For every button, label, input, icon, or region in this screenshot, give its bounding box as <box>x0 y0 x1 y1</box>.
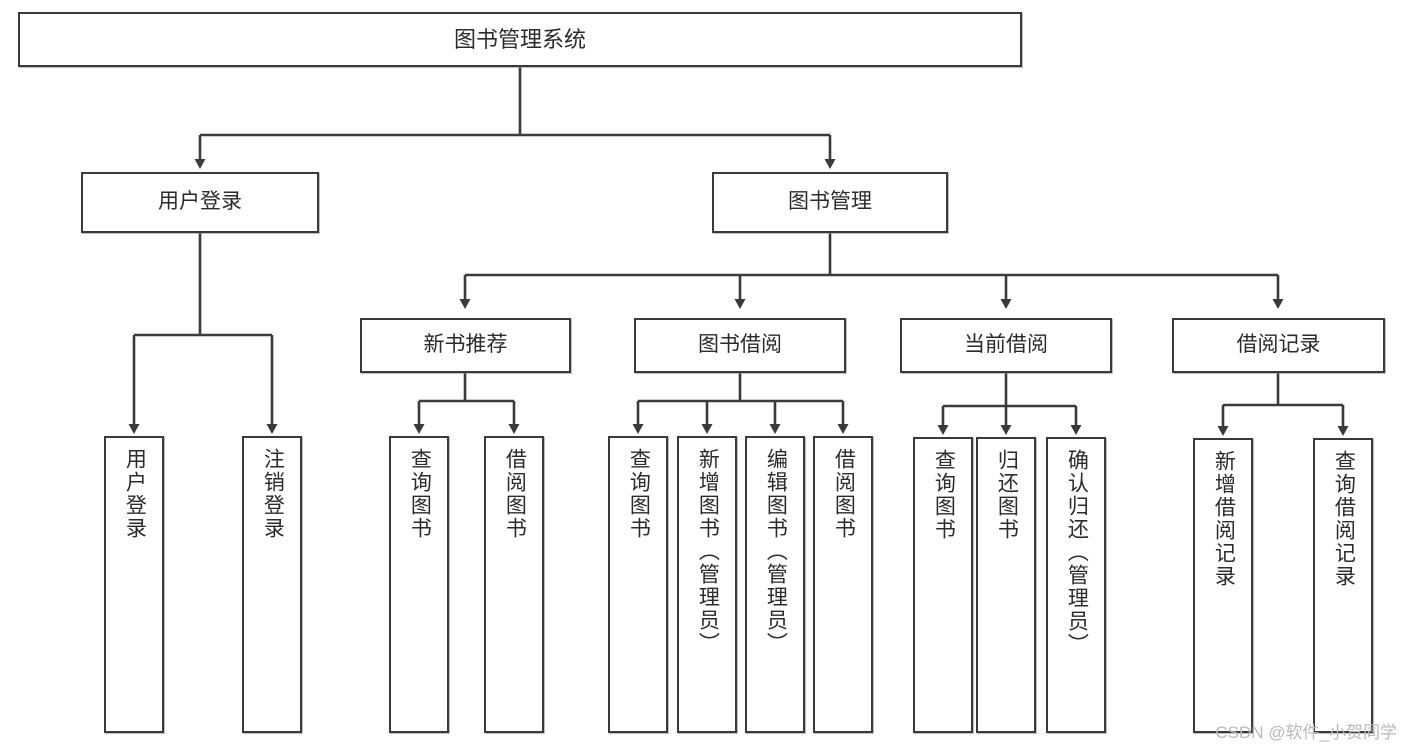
node-leaf-current-confirm-label: 确认归还（管理员） <box>1065 449 1089 656</box>
edge-borrowrecord-to-leaves <box>1217 373 1349 436</box>
node-root[interactable]: 图书管理系统 <box>18 12 1022 67</box>
node-leaf-current-query[interactable]: 查询图书 <box>913 437 973 733</box>
node-book-mgmt-label: 图书管理 <box>788 190 872 214</box>
node-leaf-borrow-query-label: 查询图书 <box>627 448 651 540</box>
edge-bookborrow-to-leaves <box>632 373 849 434</box>
node-leaf-record-query-label: 查询借阅记录 <box>1332 450 1356 588</box>
edge-bookmgmt-to-level3 <box>459 233 1284 309</box>
node-leaf-borrow-query[interactable]: 查询图书 <box>608 436 668 733</box>
node-leaf-rec-query[interactable]: 查询图书 <box>389 436 449 733</box>
node-leaf-current-return-label: 归还图书 <box>995 449 1019 541</box>
node-leaf-rec-borrow[interactable]: 借阅图书 <box>484 436 544 733</box>
node-borrow-record[interactable]: 借阅记录 <box>1172 318 1385 373</box>
node-new-book-rec[interactable]: 新书推荐 <box>360 318 571 373</box>
node-root-label: 图书管理系统 <box>453 26 586 52</box>
node-leaf-record-add-label: 新增借阅记录 <box>1212 450 1236 588</box>
node-user-login[interactable]: 用户登录 <box>81 172 319 233</box>
node-leaf-rec-query-label: 查询图书 <box>408 448 432 540</box>
edge-root-to-level2 <box>194 67 836 169</box>
node-book-mgmt[interactable]: 图书管理 <box>712 172 948 233</box>
node-leaf-borrow-add-label: 新增图书（管理员） <box>696 448 720 655</box>
edge-currentborrow-to-leaves <box>937 373 1082 435</box>
node-leaf-borrow-lend[interactable]: 借阅图书 <box>813 436 873 733</box>
node-leaf-record-add[interactable]: 新增借阅记录 <box>1193 438 1253 733</box>
node-leaf-user-login-label: 用户登录 <box>123 448 147 540</box>
node-leaf-rec-borrow-label: 借阅图书 <box>503 448 527 540</box>
node-leaf-user-login[interactable]: 用户登录 <box>104 436 164 733</box>
node-book-borrow[interactable]: 图书借阅 <box>634 318 846 373</box>
edge-newbookrec-to-leaves <box>413 373 520 434</box>
node-leaf-user-logout-label: 注销登录 <box>261 448 285 540</box>
node-new-book-rec-label: 新书推荐 <box>423 333 508 357</box>
edge-userlogin-to-leaves <box>128 232 278 434</box>
node-leaf-current-query-label: 查询图书 <box>932 449 956 541</box>
node-leaf-current-return[interactable]: 归还图书 <box>976 437 1036 733</box>
node-leaf-borrow-add[interactable]: 新增图书（管理员） <box>677 436 737 733</box>
node-user-login-label: 用户登录 <box>158 190 242 214</box>
node-current-borrow-label: 当前借阅 <box>964 333 1048 357</box>
node-leaf-borrow-edit-label: 编辑图书（管理员） <box>764 448 788 655</box>
node-leaf-current-confirm[interactable]: 确认归还（管理员） <box>1046 437 1106 733</box>
node-leaf-record-query[interactable]: 查询借阅记录 <box>1313 438 1373 733</box>
node-borrow-record-label: 借阅记录 <box>1236 333 1321 357</box>
node-current-borrow[interactable]: 当前借阅 <box>900 318 1112 373</box>
node-leaf-borrow-edit[interactable]: 编辑图书（管理员） <box>745 436 805 733</box>
csdn-watermark: CSDN @软件_小贺同学 <box>1215 723 1397 742</box>
node-leaf-borrow-lend-label: 借阅图书 <box>832 448 856 540</box>
node-leaf-user-logout[interactable]: 注销登录 <box>242 436 302 733</box>
node-book-borrow-label: 图书借阅 <box>698 333 782 357</box>
